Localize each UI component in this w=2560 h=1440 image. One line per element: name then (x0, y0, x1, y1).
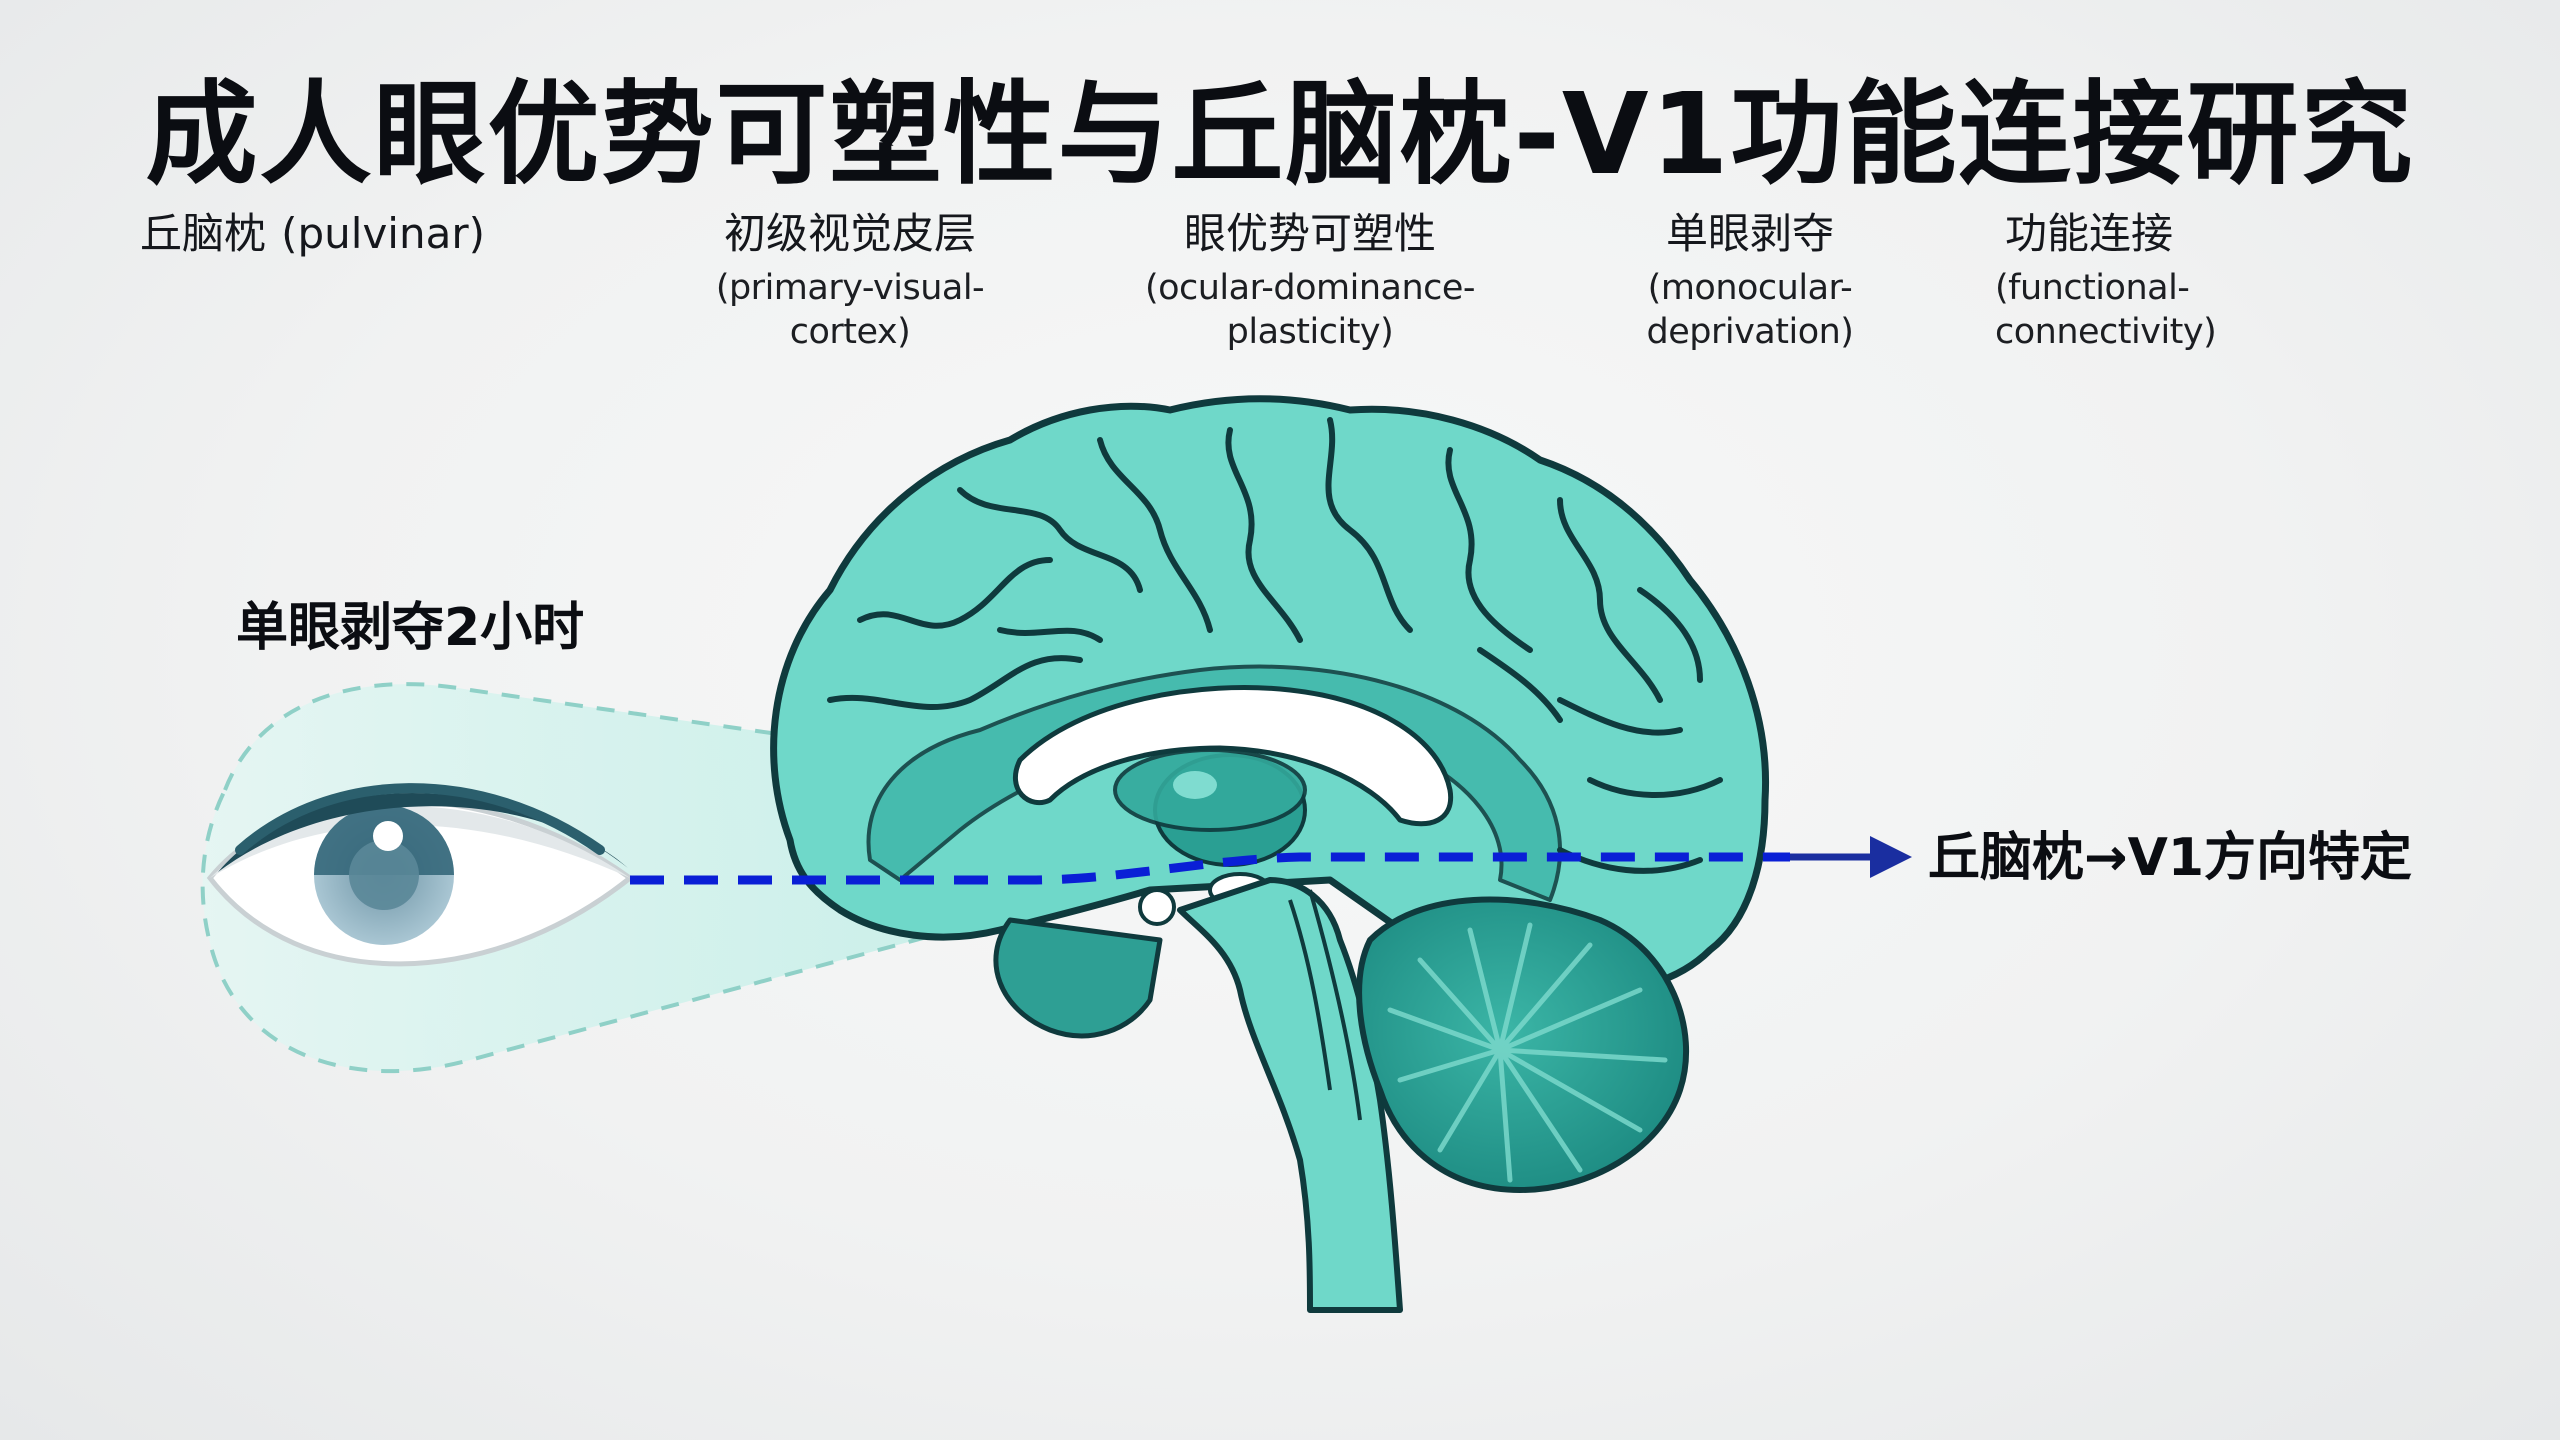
brain-sagittal-icon (770, 395, 1770, 1313)
keyword-en: (pulvinar) (281, 209, 485, 258)
keyword-primary-visual-cortex: 初级视觉皮层 (primary-visual-cortex) (660, 208, 1040, 354)
keyword-monocular-deprivation: 单眼剥夺 (monocular-deprivation) (1560, 208, 1940, 354)
keyword-zh: 初级视觉皮层 (723, 209, 976, 258)
page-title: 成人眼优势可塑性与丘脑枕-V1功能连接研究 (145, 70, 2415, 200)
eye-icon (206, 783, 635, 967)
keyword-en: (monocular-deprivation) (1646, 268, 1854, 352)
keyword-zh: 丘脑枕 (140, 209, 267, 258)
eye-deprivation-label: 单眼剥夺2小时 (236, 598, 585, 658)
pathway-label: 丘脑枕→V1方向特定 (1928, 828, 2412, 888)
keyword-en: (primary-visual-cortex) (715, 268, 985, 352)
keyword-ocular-dominance-plasticity: 眼优势可塑性 (ocular-dominance-plasticity) (1080, 208, 1540, 354)
keyword-pulvinar: 丘脑枕 (pulvinar) (140, 208, 485, 260)
keyword-zh: 单眼剥夺 (1665, 209, 1834, 258)
pathway-arrow (630, 836, 1912, 885)
keyword-zh: 功能连接 (2005, 209, 2174, 258)
arrow-right-icon (1870, 836, 1912, 878)
keyword-en: (functional-connectivity) (1995, 268, 2217, 352)
keyword-functional-connectivity: 功能连接 (functional-connectivity) (1995, 208, 2395, 354)
keyword-zh: 眼优势可塑性 (1183, 209, 1436, 258)
keyword-en: (ocular-dominance-plasticity) (1144, 268, 1476, 352)
